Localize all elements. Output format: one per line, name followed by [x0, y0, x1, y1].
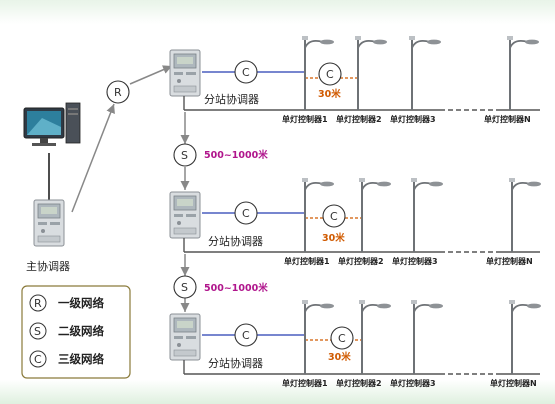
svg-text:单灯控制器2: 单灯控制器2	[338, 256, 384, 266]
svg-text:C: C	[338, 332, 346, 345]
legend-item-1: 一级网络	[58, 296, 104, 310]
svg-text:单灯控制器N: 单灯控制器N	[486, 256, 533, 266]
substation-row-2: 分站协调器 C C 30米 单灯控制器1 单灯控制器2 单灯控制器3 单灯控制器…	[169, 177, 542, 266]
legend-item-3: 三级网络	[58, 352, 104, 366]
svg-text:C: C	[34, 353, 42, 366]
r-node-letter: R	[114, 86, 122, 99]
svg-text:30米: 30米	[322, 232, 345, 244]
svg-text:单灯控制器1: 单灯控制器1	[282, 114, 328, 124]
svg-text:单灯控制器1: 单灯控制器1	[282, 378, 328, 388]
svg-text:C: C	[326, 68, 334, 81]
svg-text:单灯控制器3: 单灯控制器3	[392, 256, 438, 266]
svg-text:S: S	[34, 325, 41, 338]
svg-text:R: R	[34, 297, 42, 310]
substation-row-3: 分站协调器 C C 30米 单灯控制器1 单灯控制器2 单灯控制器3 单灯控制器…	[169, 299, 542, 388]
svg-text:C: C	[242, 207, 250, 220]
svg-text:单灯控制器2: 单灯控制器2	[336, 378, 382, 388]
street-lamp-icon	[358, 177, 392, 253]
svg-text:C: C	[330, 210, 338, 223]
street-lamp-icon	[508, 299, 542, 375]
street-lamp-icon	[508, 177, 542, 253]
svg-text:单灯控制器1: 单灯控制器1	[284, 256, 330, 266]
svg-text:单灯控制器N: 单灯控制器N	[490, 378, 537, 388]
street-lamp-icon	[410, 177, 444, 253]
substation-1-label: 分站协调器	[204, 92, 259, 106]
s-network-node	[173, 143, 197, 167]
legend-item-2: 二级网络	[58, 324, 104, 338]
svg-text:500~1000米: 500~1000米	[204, 282, 268, 294]
range-label: 500~1000米	[204, 149, 268, 161]
street-lamp-icon	[358, 299, 392, 375]
svg-text:单灯控制器3: 单灯控制器3	[390, 378, 436, 388]
svg-text:分站协调器: 分站协调器	[208, 234, 263, 248]
svg-text:30米: 30米	[328, 351, 351, 363]
substation-row-1: 分站协调器 C C 30米 单灯控制器1 单灯控制器2 单灯控制器3 单灯控制器…	[169, 35, 540, 124]
legend: R 一级网络 S 二级网络 C 三级网络	[21, 285, 131, 379]
svg-text:S: S	[181, 149, 188, 162]
street-lamp-icon	[410, 299, 444, 375]
street-lamp-icon	[354, 35, 388, 111]
street-lamp-icon	[408, 35, 442, 111]
svg-text:单灯控制器3: 单灯控制器3	[390, 114, 436, 124]
svg-text:C: C	[242, 329, 250, 342]
master-label: 主协调器	[26, 259, 70, 273]
svg-text:分站协调器: 分站协调器	[208, 356, 263, 370]
r-network-node	[106, 80, 130, 104]
svg-text:S: S	[181, 281, 188, 294]
street-lamp-icon	[506, 35, 540, 111]
master-coordinator-icon	[33, 199, 65, 247]
c-node-letter: C	[242, 66, 250, 79]
svg-text:单灯控制器N: 单灯控制器N	[484, 114, 531, 124]
distance-label: 30米	[318, 88, 341, 100]
svg-text:单灯控制器2: 单灯控制器2	[336, 114, 382, 124]
computer-icon	[23, 102, 81, 146]
